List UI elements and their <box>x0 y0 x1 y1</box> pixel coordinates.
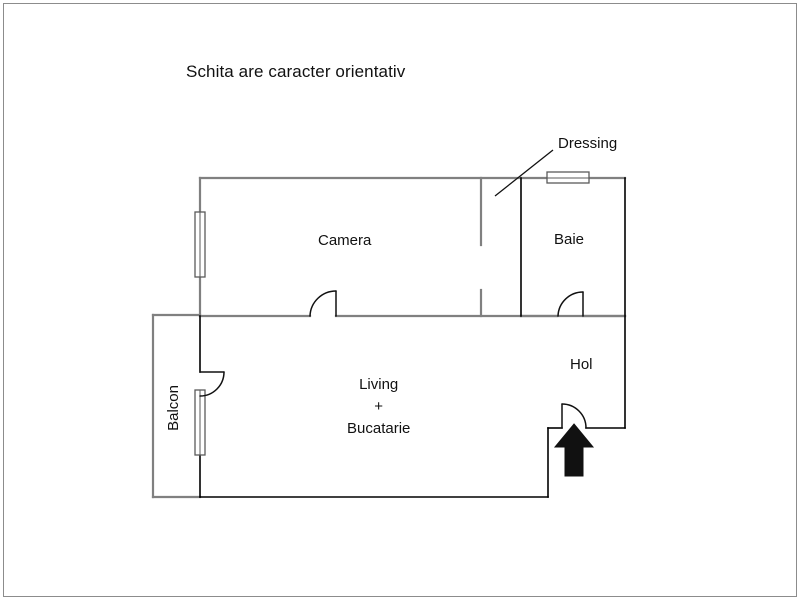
door-group <box>199 290 587 429</box>
room-label-living-bucatarie: Living + Bucatarie <box>347 374 410 439</box>
room-label-baie: Baie <box>554 231 585 248</box>
door-baie-arc <box>557 291 584 317</box>
room-label-balcon: Balcon <box>165 385 182 431</box>
page-title: Schita are caracter orientativ <box>186 62 406 81</box>
wall-group-black <box>199 177 626 498</box>
door-entrance-arc <box>561 403 587 429</box>
window-group <box>194 171 590 456</box>
dressing-leader-line <box>494 149 554 197</box>
room-label-camera: Camera <box>318 232 372 249</box>
entrance-arrow-icon <box>553 423 595 477</box>
wall-group-gray <box>151 176 627 499</box>
room-label-hol: Hol <box>570 356 593 373</box>
annotation-label-dressing: Dressing <box>558 135 618 152</box>
room-label-living-line3: Bucatarie <box>347 419 411 437</box>
page-border <box>3 3 797 597</box>
room-label-living-line2: + <box>374 397 384 415</box>
door-camera-arc <box>309 290 337 317</box>
room-label-living-line1: Living <box>359 376 399 393</box>
door-balcon-arc <box>199 371 225 397</box>
